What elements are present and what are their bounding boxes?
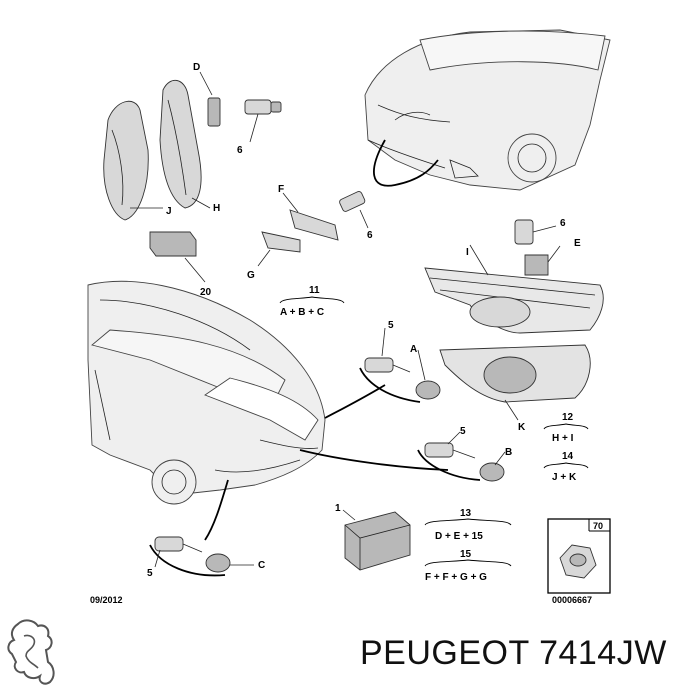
leader-rear-B2 bbox=[417, 449, 481, 481]
formula-12: 12 H + I bbox=[543, 412, 589, 444]
callout-E: E bbox=[574, 238, 581, 249]
callout-F: F bbox=[278, 184, 284, 195]
sensor-bracket-F-G bbox=[257, 191, 369, 267]
rear-car-illustration bbox=[87, 280, 326, 505]
svg-text:11: 11 bbox=[309, 285, 320, 296]
callout-5-c: 5 bbox=[147, 568, 153, 579]
callout-J: J bbox=[166, 206, 172, 217]
sensor-group-B bbox=[424, 431, 506, 482]
formula-14: 14 J + K bbox=[543, 451, 589, 483]
callout-B: B bbox=[505, 447, 512, 458]
callout-20: 20 bbox=[200, 287, 212, 298]
leader-rear-A2 bbox=[359, 367, 421, 403]
formula-13: 13 D + E + 15 bbox=[424, 508, 512, 542]
svg-text:15: 15 bbox=[460, 549, 472, 560]
callout-I: I bbox=[466, 247, 469, 258]
callout-1: 1 bbox=[335, 503, 341, 514]
callout-A: A bbox=[410, 344, 417, 355]
callout-K: K bbox=[518, 422, 526, 433]
front-car-illustration bbox=[364, 29, 611, 191]
callout-6-mid: 6 bbox=[367, 230, 373, 241]
leader-front-car bbox=[373, 139, 439, 187]
nut-70-box bbox=[547, 518, 611, 594]
mirror-assembly bbox=[103, 71, 282, 221]
formula-15: 15 F + F + G + G bbox=[424, 549, 512, 583]
svg-text:J + K: J + K bbox=[552, 472, 577, 483]
callout-H: H bbox=[213, 203, 220, 214]
svg-text:A + B + C: A + B + C bbox=[280, 307, 324, 318]
sensor-group-C bbox=[154, 536, 254, 573]
callout-6-right: 6 bbox=[560, 218, 566, 229]
sensor-E bbox=[514, 219, 561, 276]
leader-rear-C bbox=[204, 479, 229, 541]
callout-G: G bbox=[247, 270, 255, 281]
leader-rear-C2 bbox=[149, 544, 226, 577]
grille-I bbox=[424, 244, 604, 334]
callout-C: C bbox=[258, 560, 265, 571]
callout-5-a: 5 bbox=[388, 320, 394, 331]
fog-surround-K bbox=[439, 344, 591, 421]
formula-11: 11 A + B + C bbox=[279, 285, 345, 318]
svg-text:12: 12 bbox=[562, 412, 574, 423]
svg-text:H + I: H + I bbox=[552, 433, 574, 444]
svg-text:F + F + G + G: F + F + G + G bbox=[425, 572, 487, 583]
callout-6-top: 6 bbox=[237, 145, 243, 156]
reference-number: 00006667 bbox=[552, 595, 592, 605]
date-code: 09/2012 bbox=[90, 595, 123, 605]
leader-rear-B bbox=[299, 449, 449, 471]
module-20 bbox=[149, 231, 206, 283]
sensor-group-A bbox=[364, 327, 441, 400]
product-caption: PEUGEOT 7414JW bbox=[360, 634, 667, 672]
leader-rear-A bbox=[324, 384, 386, 419]
control-module-1 bbox=[342, 509, 411, 571]
peugeot-lion-logo-icon bbox=[7, 619, 55, 685]
callout-70: 70 bbox=[593, 521, 603, 531]
callout-5-b: 5 bbox=[460, 426, 466, 437]
svg-text:14: 14 bbox=[562, 451, 574, 462]
svg-text:D + E + 15: D + E + 15 bbox=[435, 531, 483, 542]
svg-text:13: 13 bbox=[460, 508, 472, 519]
callout-D: D bbox=[193, 62, 200, 73]
